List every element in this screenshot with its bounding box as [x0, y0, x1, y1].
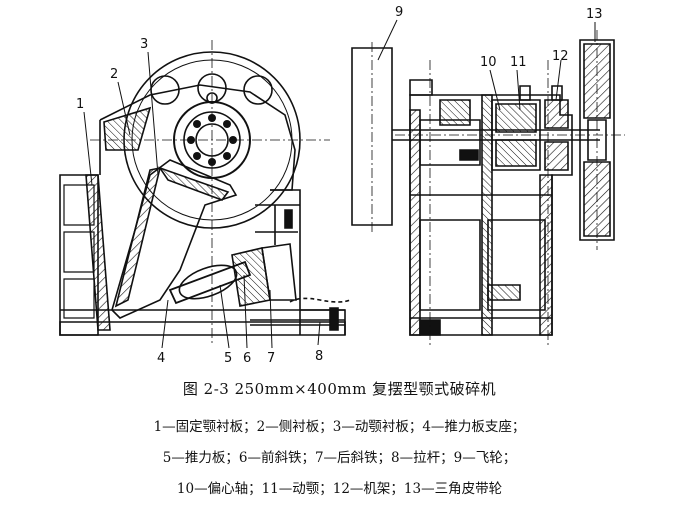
- callout-4: 4: [157, 351, 165, 366]
- crusher-drawing: 1 2 3 4 5 6 7 8 9 10 11 12 13: [59, 5, 625, 366]
- legend-line: 1—固定颚衬板；2—侧衬板；3—动颚衬板；4—推力板支座；: [153, 419, 526, 435]
- callout-labels: 1 2 3 4 5 6 7 8 9 10 11 12 13: [76, 5, 603, 366]
- callout-8: 8: [315, 349, 323, 364]
- legend-line: 5—推力板；6—前斜铁；7—后斜铁；8—拉杆；9—飞轮；: [162, 450, 517, 466]
- callout-11: 11: [510, 55, 527, 70]
- callout-9: 9: [395, 5, 403, 20]
- legend-line: 10—偏心轴；11—动颚；12—机架；13—三角皮带轮: [176, 481, 503, 497]
- callout-6: 6: [243, 351, 251, 366]
- callout-13: 13: [586, 7, 603, 22]
- figure-caption: 图 2-3 250mm×400mm 复摆型颚式破碎机: [182, 380, 497, 398]
- callout-5: 5: [224, 351, 232, 366]
- callout-7: 7: [267, 351, 275, 366]
- callout-2: 2: [110, 67, 118, 82]
- callout-12: 12: [552, 49, 569, 64]
- callout-3: 3: [140, 37, 148, 52]
- callout-10: 10: [480, 55, 497, 70]
- leader-lines: [83, 19, 596, 349]
- front-section-view: [351, 30, 625, 345]
- figure-legend: 1—固定颚衬板；2—侧衬板；3—动颚衬板；4—推力板支座； 5—推力板；6—前斜…: [0, 412, 679, 505]
- bearing-balls: [187, 114, 237, 166]
- side-section-view: [59, 40, 351, 345]
- callout-1: 1: [76, 97, 84, 112]
